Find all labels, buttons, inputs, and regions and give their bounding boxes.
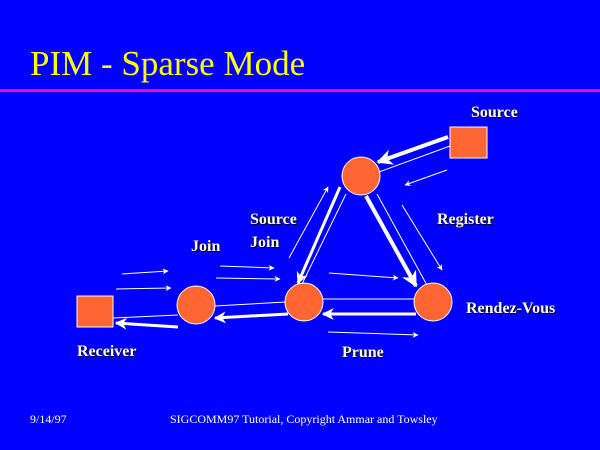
data-arrow-source-to-top bbox=[376, 135, 449, 165]
join-arrow-4 bbox=[215, 275, 281, 282]
join-arrow-3 bbox=[219, 264, 275, 271]
join-arrow-5 bbox=[328, 272, 399, 281]
source-join-arrow bbox=[288, 186, 329, 259]
slide-title: PIM - Sparse Mode bbox=[30, 44, 306, 83]
label-source-join-line2: Join bbox=[250, 234, 280, 251]
footer-credit: SIGCOMM97 Tutorial, Copyright Ammar and … bbox=[170, 412, 438, 426]
label-register: Register bbox=[437, 211, 494, 228]
label-source: Source bbox=[471, 104, 518, 121]
data-arrow-top-to-mid bbox=[296, 186, 342, 285]
source-host bbox=[449, 126, 488, 159]
register-arrow-2 bbox=[401, 204, 443, 271]
join-arrow-1 bbox=[121, 268, 169, 275]
receiver-host bbox=[76, 295, 114, 328]
data-arrow-top-to-rp bbox=[364, 195, 418, 288]
footer-date: 9/14/97 bbox=[30, 412, 67, 426]
router-middle bbox=[284, 282, 324, 322]
data-arrow-mid-to-left bbox=[213, 311, 289, 324]
data-arrow-left-to-receiver bbox=[114, 317, 179, 330]
router-left bbox=[176, 285, 216, 325]
label-rendezvous: Rendez-Vous bbox=[466, 300, 556, 317]
label-receiver: Receiver bbox=[77, 343, 137, 360]
join-arrow-2 bbox=[115, 285, 172, 292]
router-rendezvous bbox=[413, 282, 453, 322]
label-join: Join bbox=[191, 238, 221, 255]
label-prune: Prune bbox=[342, 344, 384, 361]
register-arrow-1 bbox=[404, 169, 448, 187]
prune-arrow bbox=[327, 331, 419, 338]
router-top bbox=[341, 156, 381, 196]
title-divider bbox=[0, 89, 600, 92]
label-source-join-line1: Source bbox=[250, 211, 297, 228]
